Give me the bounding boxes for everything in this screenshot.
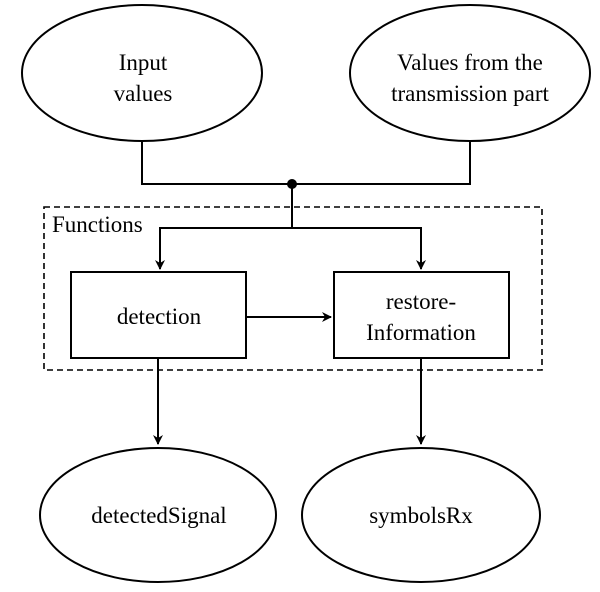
symbols-rx-label: symbolsRx [369, 503, 473, 528]
detection-label: detection [117, 304, 202, 329]
transmission-values-line1: Values from the [397, 50, 543, 75]
functions-group-box [43, 206, 543, 371]
edge-input-to-junction [141, 141, 292, 185]
symbols-rx-node: symbolsRx [301, 447, 541, 583]
input-values-line1: Input [119, 50, 168, 75]
edge-junction-to-restore [292, 227, 426, 270]
detected-signal-label: detectedSignal [91, 503, 226, 528]
restore-information-line2: Information [366, 320, 476, 345]
detected-signal-node: detectedSignal [39, 447, 277, 583]
edge-junction-to-detection [155, 227, 292, 270]
detection-node: detection [70, 271, 247, 359]
input-values-line2: values [114, 81, 173, 106]
transmission-values-node: Values from the transmission part [349, 4, 591, 142]
restore-information-node: restore- Information [333, 271, 510, 359]
transmission-values-line2: transmission part [391, 81, 549, 106]
functions-group-label: Functions [52, 212, 143, 237]
restore-information-line1: restore- [386, 289, 456, 314]
edge-transmission-to-junction [292, 141, 471, 185]
input-values-node: Input values [21, 4, 263, 142]
